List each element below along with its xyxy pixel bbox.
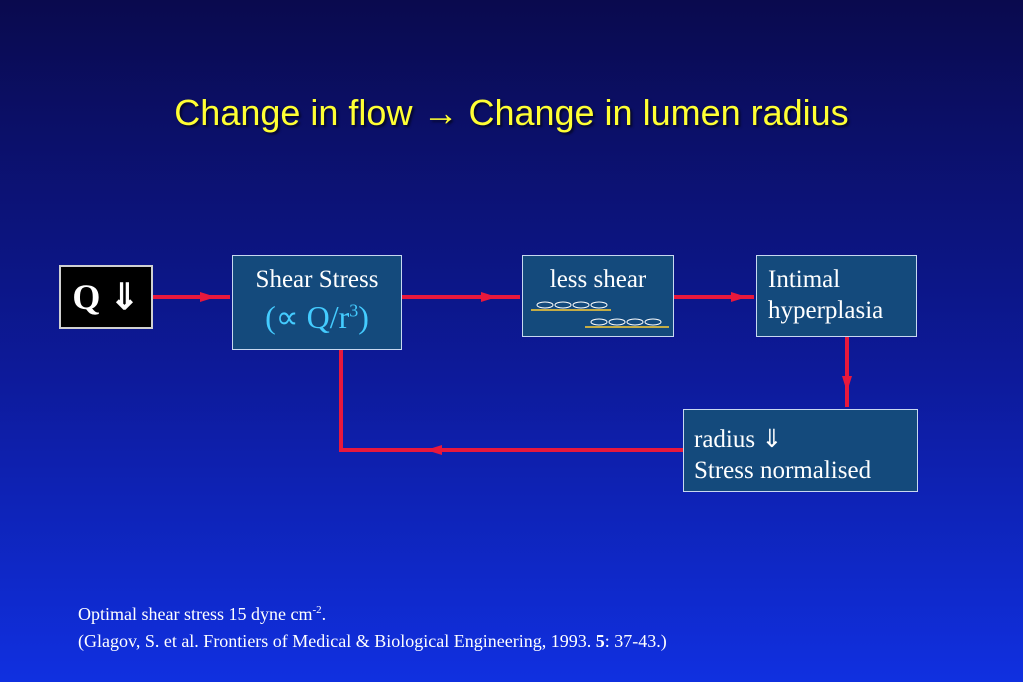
arrowhead-intimal	[731, 292, 747, 302]
flow-decrease-node: Q ⇓	[59, 265, 153, 329]
arrowhead-radius	[842, 376, 852, 392]
citation-start: (Glagov, S. et al. Frontiers of Medical …	[78, 631, 596, 651]
footnote-line1-main: Optimal shear stress 15 dyne cm	[78, 604, 313, 624]
less-shear-node: less shear	[522, 255, 674, 337]
arrowhead-feedback	[426, 445, 442, 455]
citation-end: : 37-43.)	[604, 631, 667, 651]
footnote-exponent: -2	[312, 604, 322, 616]
citation-volume: 5	[595, 631, 605, 651]
footnote: Optimal shear stress 15 dyne cm-2. (Glag…	[78, 597, 667, 655]
arrowhead-shear	[200, 292, 216, 302]
intimal-line2: hyperplasia	[768, 297, 884, 325]
footnote-citation: (Glagov, S. et al. Frontiers of Medical …	[78, 628, 667, 655]
shear-formula: (∝ Q/r3)	[233, 297, 401, 337]
slide-title: Change in flow → Change in lumen radius	[174, 92, 849, 133]
radius-node: radius ⇓ Stress normalised	[683, 409, 918, 492]
shear-stress-node: Shear Stress (∝ Q/r3)	[232, 255, 402, 350]
formula-close: )	[358, 299, 369, 336]
intimal-line1: Intimal	[768, 266, 841, 293]
formula-exponent: 3	[349, 300, 359, 321]
shear-stress-label: Shear Stress	[255, 266, 379, 293]
intimal-hyperplasia-node: Intimal hyperplasia	[756, 255, 917, 337]
footnote-line1: Optimal shear stress 15 dyne cm-2.	[78, 597, 667, 628]
radius-line2: Stress normalised	[694, 457, 872, 485]
formula-open: (∝ Q/r	[265, 299, 350, 336]
arrowhead-less	[481, 292, 497, 302]
radius-line1: radius ⇓	[694, 426, 783, 453]
footnote-line1-end: .	[321, 604, 327, 624]
less-shear-label: less shear	[549, 266, 647, 293]
feedback-radius-to-shear	[339, 350, 683, 452]
endothelial-cells-icon	[531, 301, 669, 328]
